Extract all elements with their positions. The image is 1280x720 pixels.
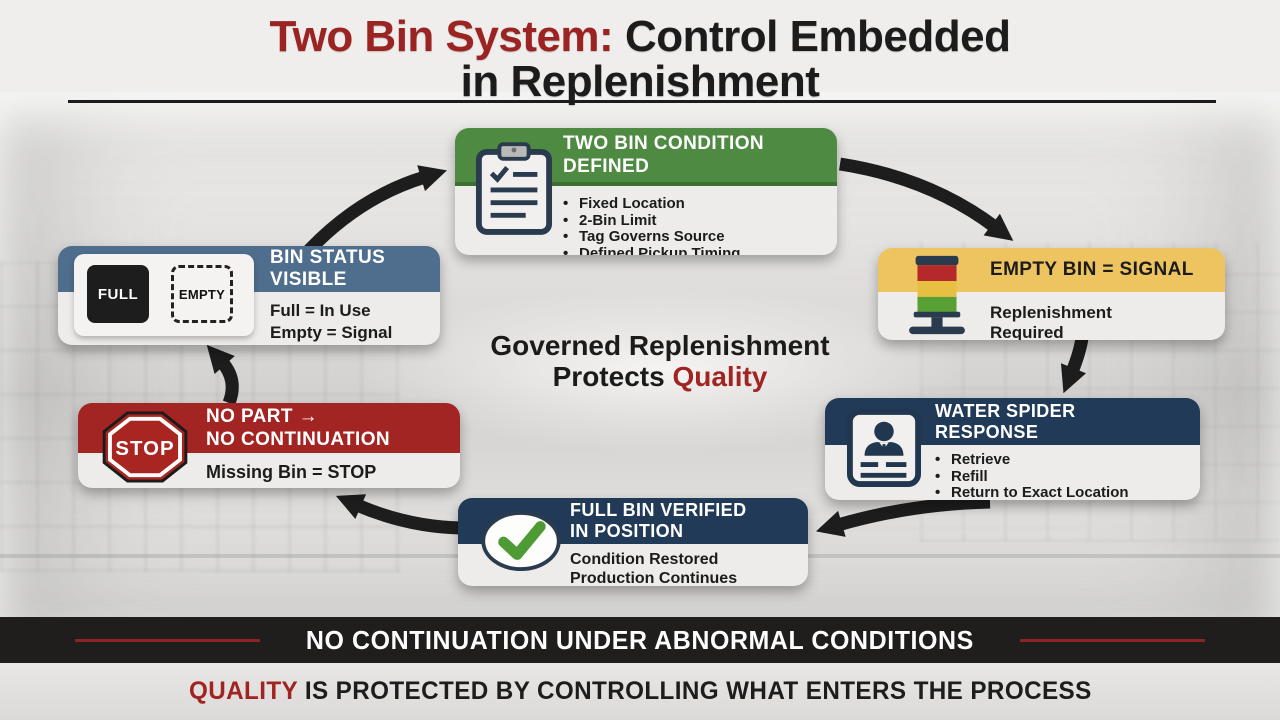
- card-full-bin-body: Condition Restored Production Continues: [458, 546, 808, 586]
- center-statement: Governed Replenishment Protects Quality: [340, 330, 980, 392]
- person-badge-icon: [847, 409, 921, 492]
- footer-accent: QUALITY: [188, 677, 298, 705]
- banner-dash-right: [1019, 638, 1205, 642]
- card-bin-status-title-line1: BIN STATUS: [270, 247, 386, 268]
- card-water-spider-title-line1: WATER SPIDER: [935, 400, 1076, 421]
- bottom-banner: NO CONTINUATION UNDER ABNORMAL CONDITION…: [0, 617, 1280, 663]
- clipboard-check-icon: [475, 141, 553, 242]
- title-accent: Two Bin System:: [269, 12, 614, 61]
- page-title: Two Bin System: Control Embedded in Repl…: [0, 14, 1280, 104]
- card-bin-status-body-line2: Empty = Signal: [270, 323, 393, 342]
- arrow-defined-to-empty-bin: [838, 157, 1014, 241]
- arrow-full-bin-to-no-part: [335, 494, 463, 535]
- title-rest: Control Embedded: [624, 12, 1011, 61]
- empty-bin-box: EMPTY: [171, 265, 233, 323]
- footer-rest: IS PROTECTED BY CONTROLLING WHAT ENTERS …: [304, 677, 1092, 705]
- stop-sign-icon: STOP: [102, 411, 188, 488]
- card-two-bin-title-line1: TWO BIN CONDITION: [563, 133, 765, 154]
- card-water-spider-response: WATER SPIDER RESPONSE Retrieve Refill Re…: [825, 398, 1200, 500]
- card-no-part-title-line1: NO PART →: [206, 406, 318, 427]
- bullet-item: Fixed Location: [563, 196, 831, 212]
- card-water-spider-title-line2: RESPONSE: [935, 421, 1039, 442]
- full-empty-bins-icon: FULL EMPTY: [74, 254, 254, 336]
- title-rule: [68, 100, 1216, 103]
- card-bin-status-visible: BIN STATUS VISIBLE Full = In Use Empty =…: [58, 246, 440, 345]
- card-no-part-no-continuation: NO PART → NO CONTINUATION Missing Bin = …: [78, 403, 460, 488]
- card-empty-bin-body: Replenishment Required: [990, 303, 1112, 340]
- card-empty-bin-signal: EMPTY BIN = SIGNAL Replenishment Require…: [878, 248, 1225, 340]
- card-full-bin-title-line2: IN POSITION: [570, 521, 684, 541]
- center-statement-accent: Quality: [672, 361, 768, 392]
- stack-light-icon: [904, 255, 970, 340]
- title-line-2: in Replenishment: [460, 57, 820, 106]
- card-bin-status-title-line2: VISIBLE: [270, 269, 347, 290]
- card-two-bin-title-line2: DEFINED: [563, 156, 650, 177]
- bullet-item: Refill: [935, 468, 1196, 486]
- arrow-no-part-to-bin-status: [206, 344, 239, 406]
- banner-dash-left: [75, 638, 261, 642]
- bullet-item: Defined Pickup Timing: [563, 245, 831, 255]
- arrow-empty-bin-to-water-spider: [1060, 336, 1089, 394]
- card-bin-status-body-line1: Full = In Use: [270, 301, 371, 320]
- card-no-part-title-line2: NO CONTINUATION: [206, 429, 391, 450]
- card-empty-bin-title: EMPTY BIN = SIGNAL: [990, 259, 1194, 280]
- card-two-bin-body: Fixed Location 2-Bin Limit Tag Governs S…: [455, 190, 837, 255]
- title-line-1: Two Bin System: Control Embedded: [0, 14, 1280, 59]
- card-bin-status-body: Full = In Use Empty = Signal: [58, 294, 440, 344]
- stop-sign-label: STOP: [115, 438, 174, 460]
- bullet-item: Return to Exact Location: [935, 484, 1196, 500]
- arrow-water-spider-to-full-bin: [815, 495, 991, 537]
- bullet-item: Retrieve: [935, 451, 1196, 469]
- footer-band: QUALITY IS PROTECTED BY CONTROLLING WHAT…: [0, 663, 1280, 720]
- center-statement-line1: Governed Replenishment: [490, 330, 830, 361]
- card-full-bin-title-line1: FULL BIN VERIFIED: [570, 500, 747, 520]
- banner-text: NO CONTINUATION UNDER ABNORMAL CONDITION…: [306, 624, 974, 655]
- center-statement-prefix: Protects: [552, 361, 665, 392]
- card-full-bin-body-line2: Production Continues: [570, 570, 738, 586]
- full-bin-box: FULL: [87, 265, 149, 323]
- card-full-bin-verified: FULL BIN VERIFIED IN POSITION Condition …: [458, 498, 808, 586]
- card-full-bin-body-line1: Condition Restored: [570, 551, 719, 568]
- check-circle-icon: [480, 510, 562, 577]
- card-water-spider-body: Retrieve Refill Return to Exact Location: [825, 447, 1200, 500]
- footer-tagline: QUALITY IS PROTECTED BY CONTROLLING WHAT…: [189, 677, 1092, 706]
- card-no-part-body: Missing Bin = STOP: [206, 462, 377, 482]
- card-two-bin-condition: TWO BIN CONDITION DEFINED Fixed Location…: [455, 128, 837, 255]
- bullet-item: 2-Bin Limit: [563, 212, 831, 229]
- bullet-item: Tag Governs Source: [563, 229, 831, 245]
- center-statement-line2: Protects Quality: [340, 361, 980, 392]
